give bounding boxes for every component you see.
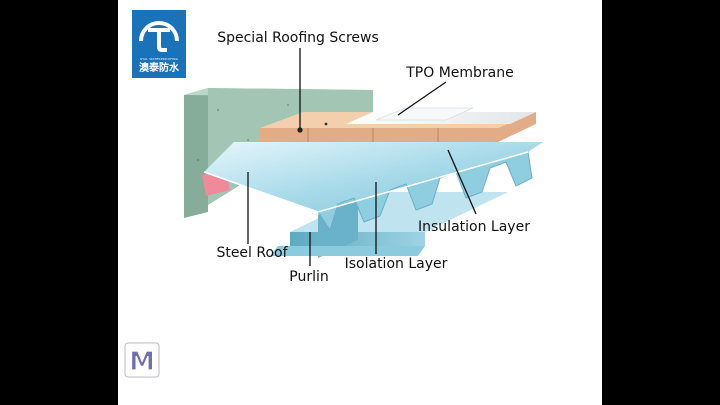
video-frame: OYAL WATERPROOFING 澳泰防水	[118, 0, 602, 405]
logo-chinese-name: 澳泰防水	[139, 63, 179, 74]
m-badge: M	[124, 342, 160, 378]
roofing-screw	[297, 127, 303, 133]
logo-subtitle: OYAL WATERPROOFING	[139, 57, 179, 61]
leader-insulation	[447, 149, 477, 215]
roofing-screw-2	[324, 122, 328, 126]
label-tpo-membrane: TPO Membrane	[405, 65, 514, 81]
label-isolation-layer: Isolation Layer	[345, 256, 448, 272]
roof-cross-section-diagram: Special Roofing Screws TPO Membrane Insu…	[184, 30, 543, 285]
label-special-roofing-screws: Special Roofing Screws	[217, 30, 379, 46]
leader-tpo	[397, 81, 447, 116]
label-insulation-layer: Insulation Layer	[418, 219, 530, 235]
m-badge-letter: M	[129, 347, 155, 377]
t-umbrella-icon	[139, 21, 179, 52]
label-steel-roof: Steel Roof	[216, 245, 288, 261]
tpo-membrane	[346, 107, 536, 124]
label-purlin: Purlin	[289, 269, 328, 285]
steel-roof-deck	[203, 142, 543, 232]
company-logo: OYAL WATERPROOFING 澳泰防水	[132, 10, 186, 78]
